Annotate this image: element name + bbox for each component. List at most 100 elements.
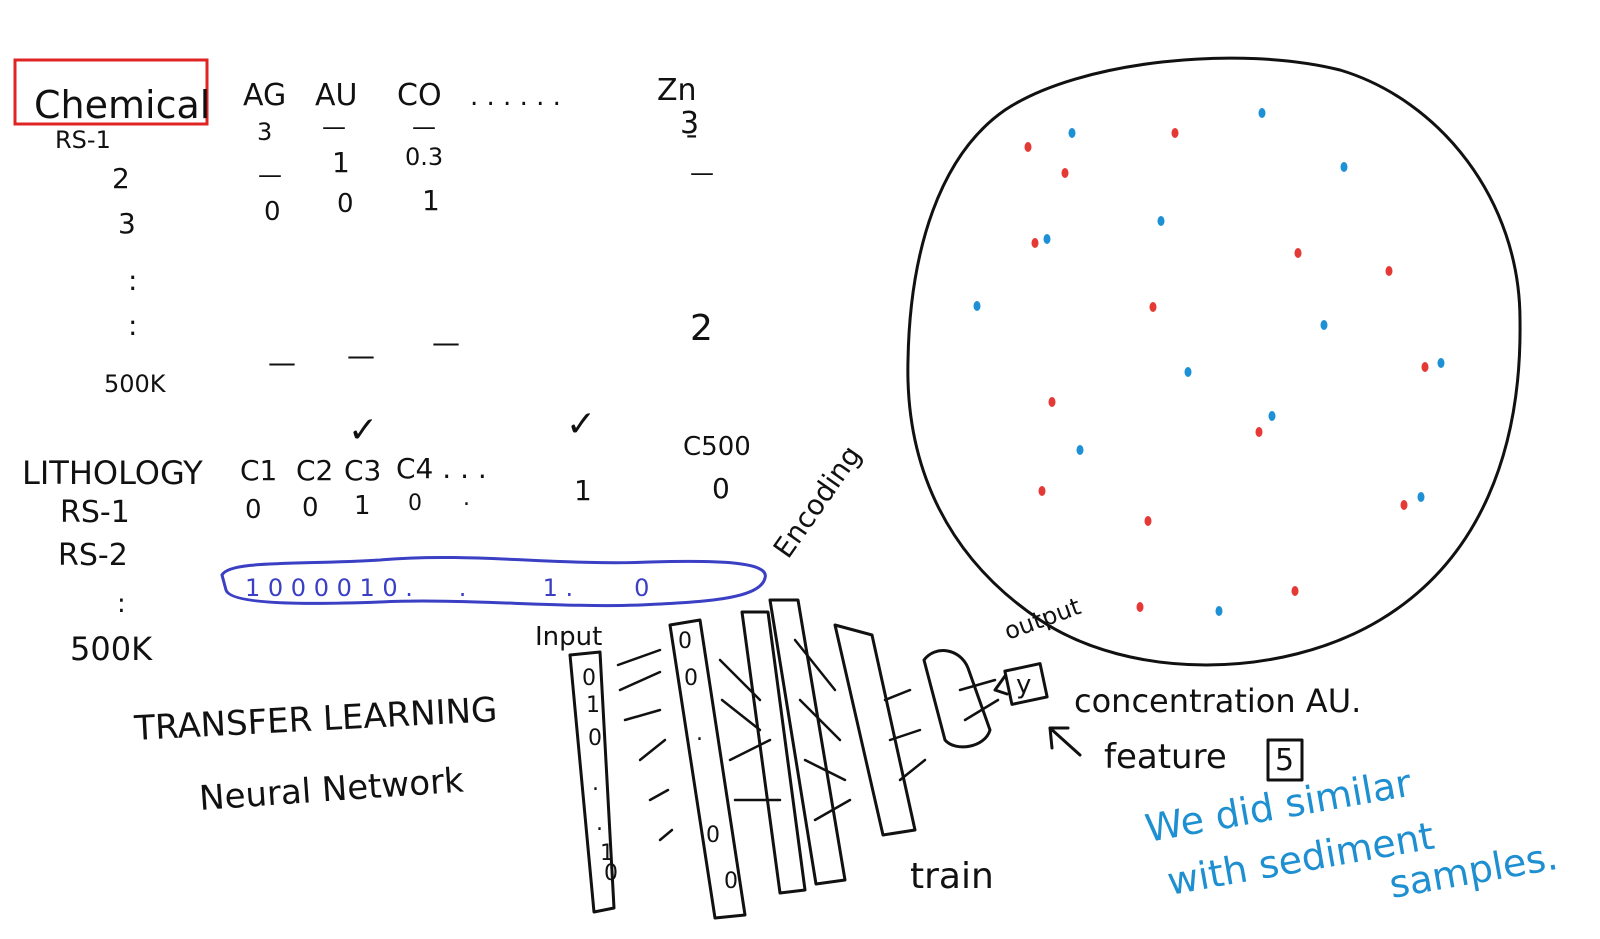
checkmark-icon: ✓: [566, 404, 596, 445]
chem-cell: —: [268, 346, 296, 379]
hidden-layer-3: [768, 598, 847, 886]
encoded-vector-text: 1 0 0 0 0 1 0 . . 1 . 0: [245, 574, 649, 602]
connections: [616, 638, 1000, 842]
red-point: [1255, 427, 1263, 437]
litho-cell: 0: [302, 493, 319, 523]
blue-point: [1340, 162, 1348, 172]
feature-arrow-icon: [1048, 726, 1082, 757]
red-point: [1144, 516, 1152, 526]
encoded-vector: 1 0 0 0 0 1 0 . . 1 . 0: [220, 555, 767, 608]
hidden-layer-4: [833, 623, 917, 837]
red-point: [1136, 602, 1144, 612]
layer2-value: 0: [706, 823, 720, 848]
chem-row-label: 3: [118, 207, 136, 240]
input-value: .: [592, 771, 599, 796]
red-point: [1048, 397, 1056, 407]
chem-cell: 0.3: [405, 143, 443, 171]
litho-cell: 1: [574, 474, 592, 507]
input-layer: [568, 650, 616, 914]
checkmark-icon: ✓: [348, 410, 378, 451]
feature-count: 5: [1275, 743, 1294, 778]
chem-cell: 1: [332, 146, 350, 179]
chem-cell: —: [690, 159, 714, 187]
chem-col-ellipsis: . . . . . .: [470, 82, 561, 112]
train-label: train: [910, 856, 994, 897]
layer2-value: .: [696, 721, 703, 746]
concentration-label: concentration AU.: [1074, 682, 1361, 720]
litho-cell: 1: [354, 491, 371, 521]
chemical-highlight-box: [13, 58, 209, 126]
input-value: 0: [588, 726, 602, 751]
litho-cell: 0: [245, 495, 262, 525]
chem-col-ag: AG: [243, 78, 286, 113]
chem-cell: —: [258, 161, 282, 189]
red-point: [1421, 362, 1429, 372]
blue-point: [1268, 411, 1276, 421]
chem-cell: 0: [337, 189, 354, 219]
encoding-outline: [220, 555, 767, 608]
input-value: 1: [586, 693, 600, 718]
input-value: .: [596, 811, 603, 836]
chem-cell: 3: [257, 118, 272, 146]
embedding-points: [973, 108, 1445, 616]
litho-col: C500: [683, 432, 751, 462]
chem-cell: —: [322, 113, 346, 141]
litho-cell: .: [463, 486, 470, 511]
encoding-label: Encoding: [767, 439, 868, 564]
layer2-value: 0: [724, 869, 738, 894]
red-point: [1291, 586, 1299, 596]
layer2-value: 0: [678, 629, 692, 654]
red-point: [1024, 142, 1032, 152]
red-point: [1294, 248, 1302, 258]
lithology-table: LITHOLOGY C1 C2 C3 C4 . . . C500 RS-1 0 …: [22, 432, 751, 668]
litho-col: C2: [296, 454, 333, 487]
red-point: [1149, 302, 1157, 312]
chemical-table: Chemical AG AU CO . . . . . . Zn RS-1 3 …: [13, 58, 714, 398]
embedding-space: [906, 56, 1522, 667]
red-point: [1038, 486, 1046, 496]
red-point: [1171, 128, 1179, 138]
chem-cell: 0: [264, 197, 281, 227]
litho-row-label: 500K: [70, 630, 153, 668]
litho-cell: 0: [712, 472, 730, 505]
chemical-title: Chemical: [34, 83, 210, 127]
lithology-title: LITHOLOGY: [22, 454, 203, 492]
litho-col: C3: [344, 454, 381, 487]
note: We did similar with sediment samples.: [1142, 761, 1561, 907]
chem-cell: —: [432, 326, 460, 359]
neural-network-title: Neural Network: [198, 761, 465, 819]
litho-row-label: RS-2: [58, 538, 128, 573]
blue-point: [1320, 320, 1328, 330]
chem-row-ellipsis: :: [128, 264, 137, 297]
hidden-layer-2: [740, 610, 807, 895]
input-label: Input: [535, 622, 602, 652]
red-point: [1400, 500, 1408, 510]
layer2-value: 0: [684, 666, 698, 691]
input-value: 0: [604, 861, 618, 886]
blue-point: [1076, 445, 1084, 455]
transfer-learning-title: TRANSFER LEARNING: [132, 690, 498, 749]
blue-point: [1043, 234, 1051, 244]
chem-cell: —: [412, 113, 436, 141]
hidden-layer-1: [668, 618, 747, 920]
blue-point: [1437, 358, 1445, 368]
input-value: 1: [600, 841, 614, 866]
red-point: [1031, 238, 1039, 248]
litho-col: C1: [240, 454, 277, 487]
layer2-values: 00.00: [678, 629, 738, 894]
blue-point: [1157, 216, 1165, 226]
input-vector-values: 010..10: [582, 666, 618, 886]
chem-row-label: 2: [112, 162, 130, 195]
chem-cell: 3̱: [680, 106, 699, 141]
blue-point: [1417, 492, 1425, 502]
chem-col-co: CO: [397, 78, 442, 113]
litho-cell: 0: [408, 491, 422, 516]
output-y: y: [1016, 670, 1031, 700]
red-point: [1385, 266, 1393, 276]
feature-count-box: [1266, 738, 1304, 782]
litho-row-label: RS-1: [60, 495, 130, 530]
chem-row-ellipsis: :: [128, 309, 137, 342]
blue-point: [1258, 108, 1266, 118]
chem-col-zn: Zn: [657, 73, 697, 108]
